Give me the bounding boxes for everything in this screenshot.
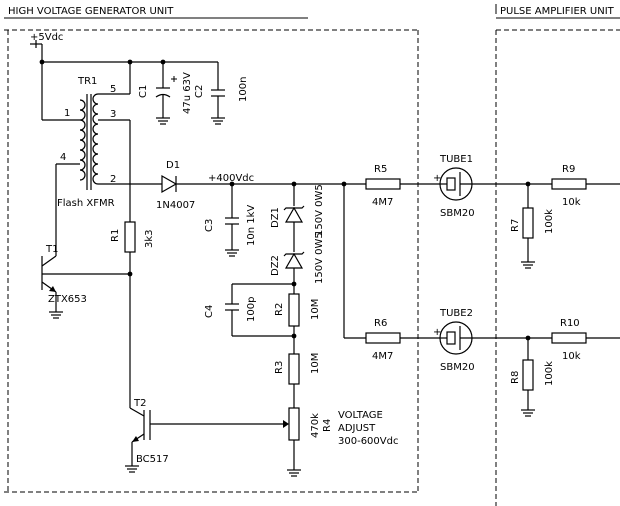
tr1-pin-3: 3 (110, 109, 116, 120)
c1-label: C1 (138, 85, 149, 98)
r7-label: R7 (510, 219, 521, 232)
r2-value: 10M (310, 299, 321, 320)
dz2-label: DZ2 (270, 255, 281, 276)
tr1-pin-1: 1 (64, 108, 70, 119)
resistor-r3 (288, 353, 300, 408)
resistor-r6 (365, 332, 440, 344)
tr1-pin-4: 4 (60, 152, 66, 163)
tr1-label: TR1 (77, 76, 97, 87)
capacitor-c1 (155, 62, 177, 125)
transformer-tr1 (41, 62, 162, 256)
zener-dz1 (283, 184, 305, 252)
pulse-amplifier-frame (495, 4, 620, 506)
t1-label: T1 (45, 244, 58, 255)
supply-rail (30, 40, 218, 65)
transistor-t2 (125, 407, 152, 473)
tube1-label: TUBE1 (439, 154, 473, 165)
c3-value: 10n 1kV (246, 205, 257, 246)
resistor-r1 (124, 221, 136, 408)
tube1-part: SBM20 (440, 208, 475, 219)
c2-label: C2 (194, 85, 205, 98)
hv-branch-2 (343, 184, 368, 339)
r8-value: 100k (544, 361, 555, 386)
supply-label: +5Vdc (30, 32, 63, 43)
r10-value: 10k (562, 351, 581, 362)
tr1-name: Flash XFMR (57, 198, 115, 209)
r9-value: 10k (562, 197, 581, 208)
r4-value: 470k (310, 413, 321, 438)
capacitor-c4 (225, 283, 294, 337)
r2-label: R2 (274, 303, 285, 316)
hv-unit-title: HIGH VOLTAGE GENERATOR UNIT (8, 6, 174, 17)
c4-value: 100p (246, 297, 257, 322)
c2-value: 47u 63V (182, 72, 193, 114)
d1-label: D1 (166, 160, 180, 171)
r10-label: R10 (560, 318, 580, 329)
diode-d1 (161, 174, 368, 194)
tr1-pin-2: 2 (110, 174, 116, 185)
r9-label: R9 (562, 164, 575, 175)
t1-part: ZTX653 (48, 294, 87, 305)
potentiometer-r4 (152, 407, 301, 477)
adjust-line-3: 300-600Vdc (338, 436, 398, 447)
r1-value: 3k3 (144, 229, 155, 248)
r3-label: R3 (274, 361, 285, 374)
resistor-r5 (365, 178, 440, 190)
resistor-r7 (521, 184, 535, 269)
t2-label: T2 (133, 398, 146, 409)
r1-label: R1 (110, 229, 121, 242)
pulse-unit-title: PULSE AMPLIFIER UNIT (500, 6, 615, 17)
r6-value: 4M7 (372, 351, 393, 362)
tube2-plus: + (433, 327, 441, 338)
hv-label: +400Vdc (208, 173, 254, 184)
resistor-r10 (551, 332, 620, 344)
r5-label: R5 (374, 164, 387, 175)
dz1-label: DZ1 (270, 207, 281, 228)
r6-label: R6 (374, 318, 387, 329)
hv-generator-frame (4, 17, 419, 493)
c2b-value: 100n (238, 77, 249, 102)
r7-value: 100k (544, 209, 555, 234)
resistor-r2 (288, 284, 300, 354)
r8-label: R8 (510, 371, 521, 384)
tr1-pin-5: 5 (110, 84, 116, 95)
tube2-part: SBM20 (440, 362, 475, 373)
t2-part: BC517 (136, 454, 169, 465)
capacitor-c3 (225, 184, 239, 257)
r5-value: 4M7 (372, 197, 393, 208)
tube2-label: TUBE2 (439, 308, 473, 319)
r4-label: R4 (322, 419, 333, 432)
zener-dz2 (283, 251, 305, 287)
d1-part: 1N4007 (156, 200, 195, 211)
adjust-line-2: ADJUST (338, 423, 376, 434)
dz1-value: 150V 0W5 (314, 184, 325, 236)
tube1-plus: + (433, 173, 441, 184)
resistor-r9 (551, 178, 620, 190)
resistor-r8 (521, 338, 535, 417)
capacitor-100n (211, 62, 225, 125)
r3-value: 10M (310, 353, 321, 374)
c4-label: C4 (204, 305, 215, 318)
adjust-line-1: VOLTAGE (338, 410, 383, 421)
geiger-tube-1 (439, 167, 580, 201)
transistor-t1 (41, 255, 130, 319)
c3-label: C3 (204, 219, 215, 232)
dz2-value: 150V 0W5 (314, 232, 325, 284)
